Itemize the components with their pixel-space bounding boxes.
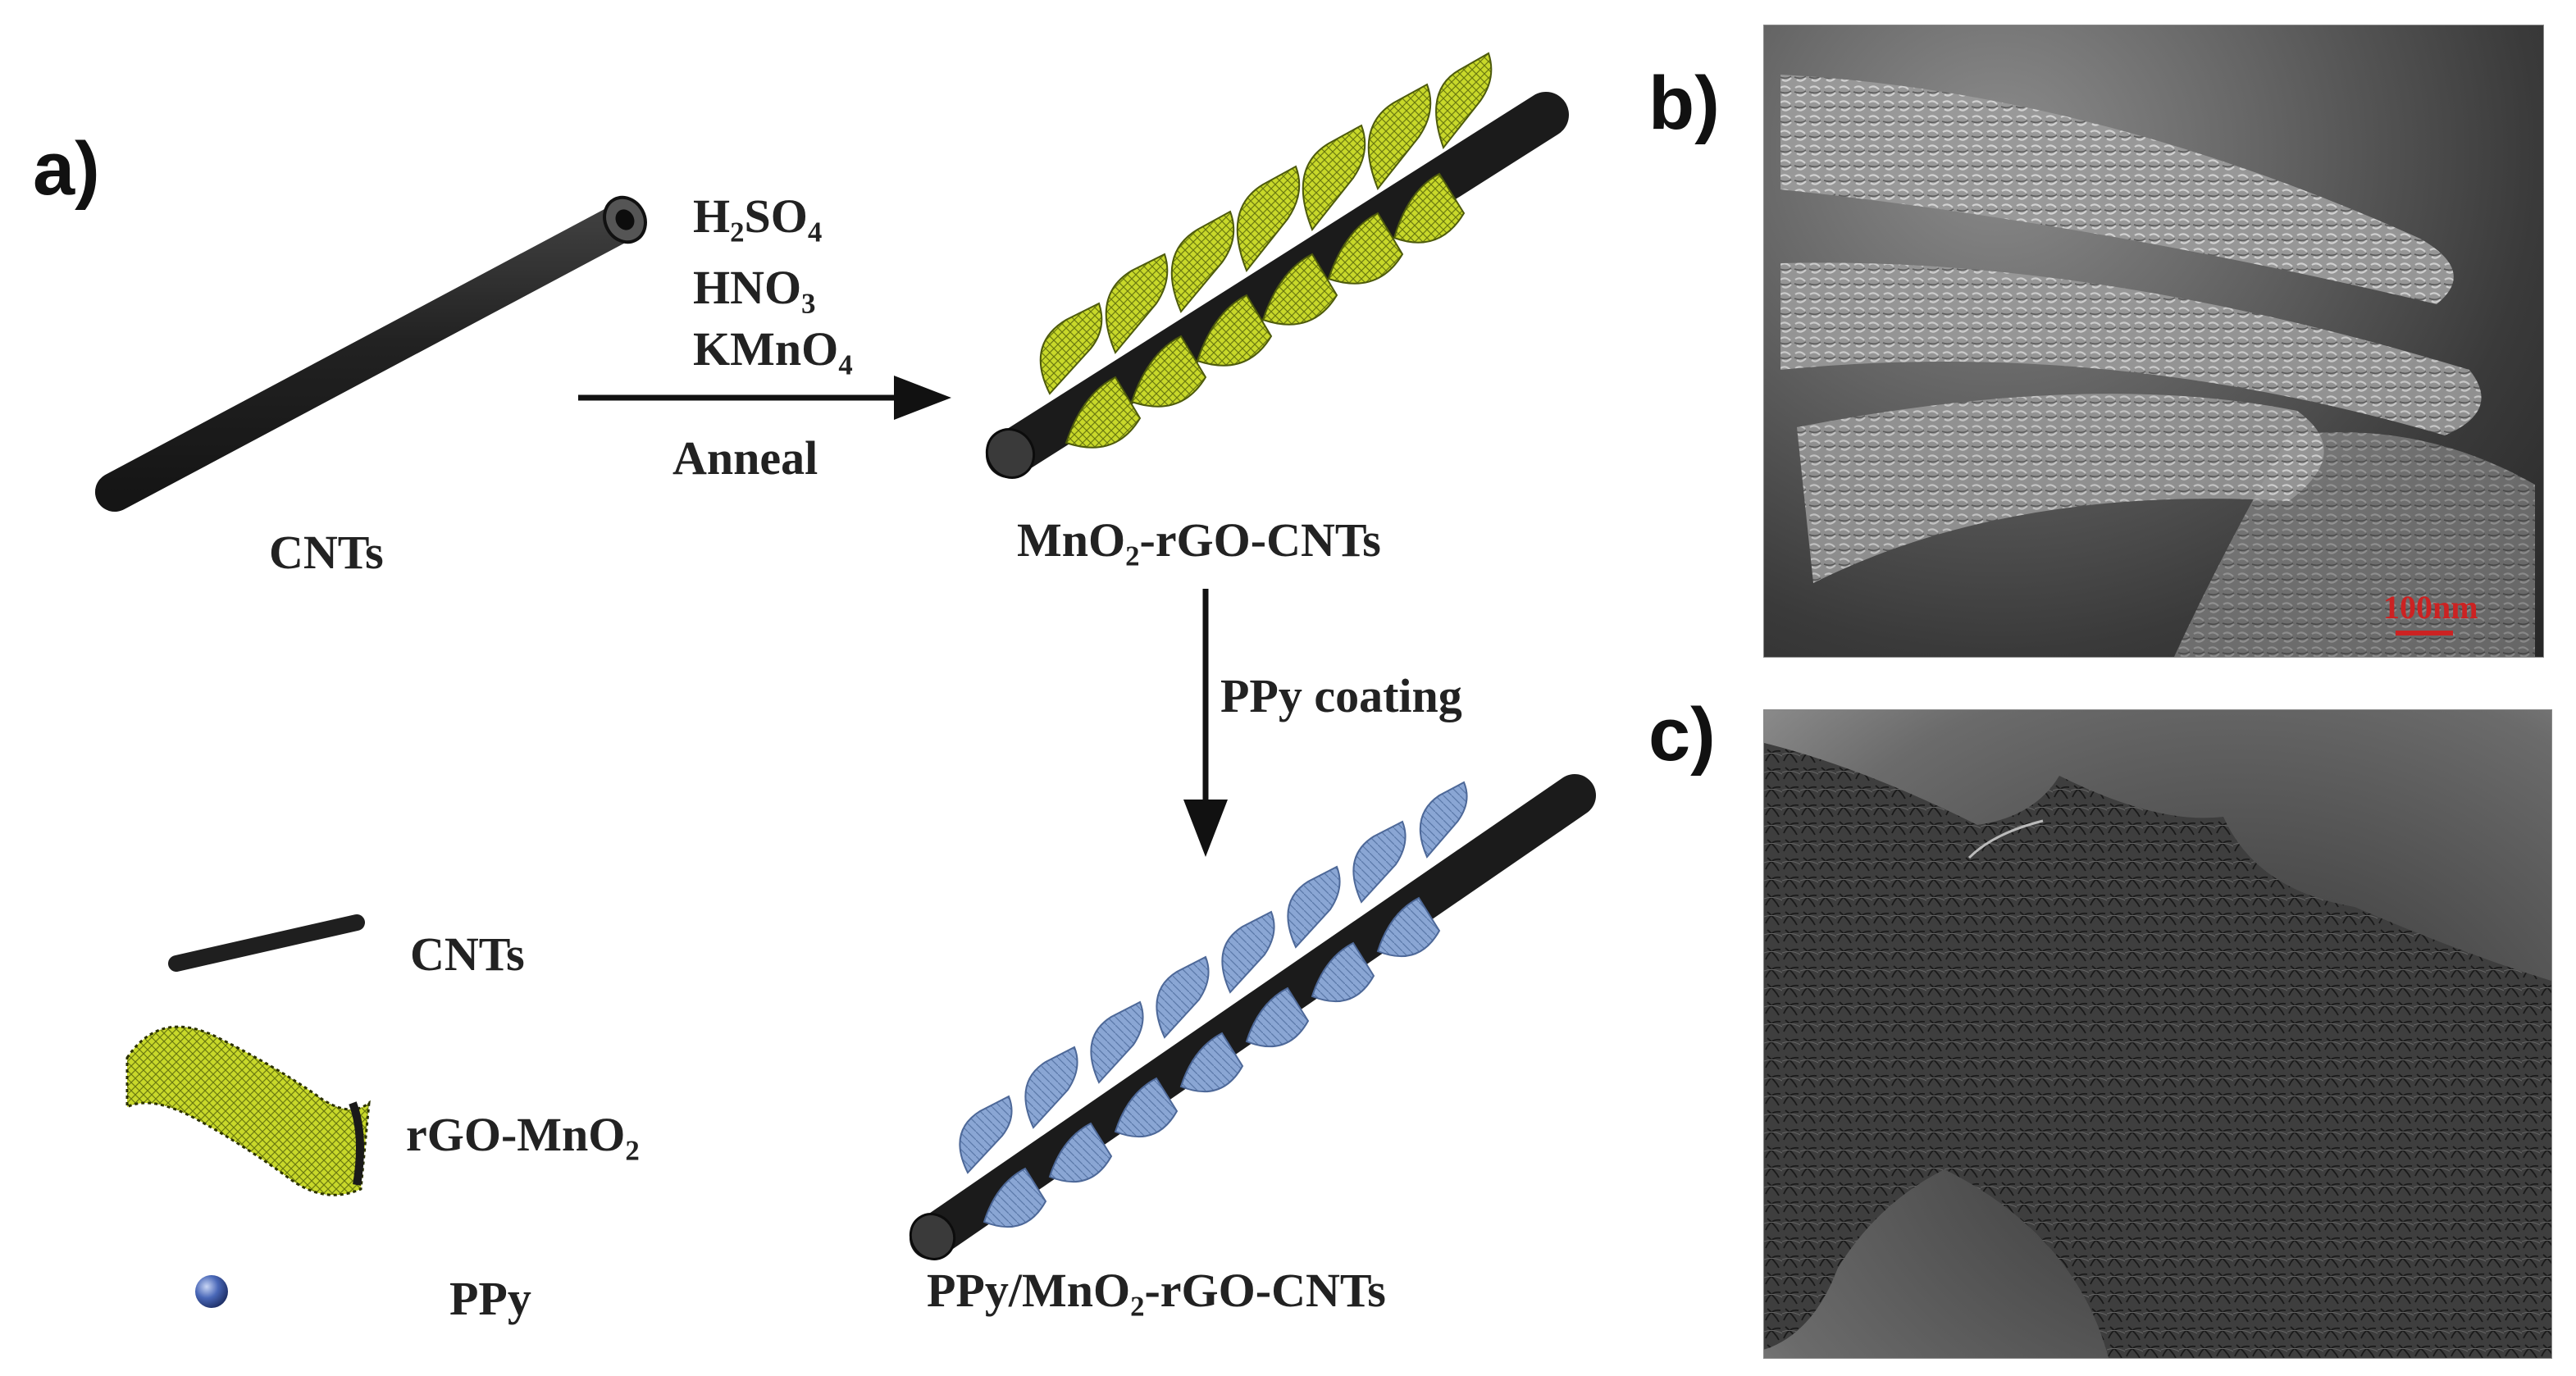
panel-label-a: a)	[33, 127, 100, 211]
label-mno2-rgo-cnts: MnO₂-rGO-CNTs	[1017, 513, 1381, 567]
label-ppy-mno2-rgo-cnts: PPy/MnO₂-rGO-CNTs	[927, 1264, 1386, 1317]
cnt-tube	[95, 195, 647, 512]
mno2-rgo-cnt-composite	[985, 52, 1569, 479]
arrow-down	[1183, 589, 1228, 857]
legend-ppy-icon	[195, 1275, 228, 1308]
legend-ppy-label: PPy	[449, 1272, 531, 1325]
scale-bar	[2396, 631, 2453, 636]
ppy-mno2-rgo-cnt-product	[909, 774, 1596, 1260]
rgo-flakes	[1039, 52, 1493, 449]
legend-cnts-label: CNTs	[410, 927, 525, 981]
ppy-coated-flakes	[959, 781, 1468, 1228]
tem-image	[1763, 709, 2552, 1359]
legend-rgo-icon	[125, 1025, 371, 1196]
reagent-hno3: HNO₃	[693, 261, 816, 314]
step-ppy-coating: PPy coating	[1220, 669, 1462, 722]
legend-rgo-label: rGO-MnO₂	[406, 1108, 640, 1161]
synthesis-scheme	[95, 52, 1596, 1308]
sem-image: 100nm	[1763, 25, 2544, 658]
arrow-right	[578, 376, 951, 420]
label-cnts: CNTs	[269, 526, 384, 579]
panel-label-c: c)	[1648, 693, 1716, 777]
step-anneal: Anneal	[672, 431, 818, 485]
reagent-h2so4: H₂SO₄	[693, 189, 823, 243]
panel-label-b: b)	[1648, 62, 1720, 145]
reagent-kmno4: KMnO₄	[693, 322, 853, 376]
legend-cnt-icon	[168, 914, 365, 972]
scale-bar-label: 100nm	[2383, 589, 2478, 626]
